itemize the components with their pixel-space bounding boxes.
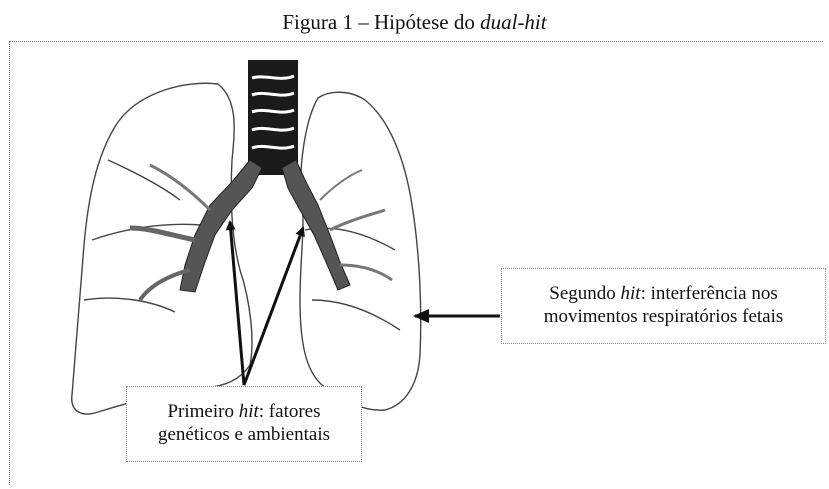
trachea xyxy=(248,60,298,175)
arrow-first-hit-left xyxy=(230,222,244,385)
arrows xyxy=(230,222,500,385)
callout-first-line2: genéticos e ambientais xyxy=(127,423,361,446)
callout-second-line2: movimentos respiratórios fetais xyxy=(502,305,825,328)
callout-second-italic: hit xyxy=(621,283,641,304)
callout-second-prefix: Segundo xyxy=(549,283,620,304)
arrow-first-hit-right xyxy=(244,228,303,385)
callout-second-line1: Segundo hit: interferência nos xyxy=(502,282,825,305)
callout-first-prefix: Primeiro xyxy=(167,401,238,422)
callout-second-suffix: : interferência nos xyxy=(641,283,778,304)
bronchi xyxy=(130,160,392,300)
callout-first-line1: Primeiro hit: fatores xyxy=(127,400,361,423)
callout-first-hit: Primeiro hit: fatores genéticos e ambien… xyxy=(126,386,362,462)
callout-first-suffix: : fatores xyxy=(259,401,321,422)
callout-second-hit: Segundo hit: interferência nos movimento… xyxy=(501,268,826,344)
callout-first-italic: hit xyxy=(239,401,259,422)
right-lung xyxy=(72,83,252,414)
left-lung xyxy=(300,92,421,410)
